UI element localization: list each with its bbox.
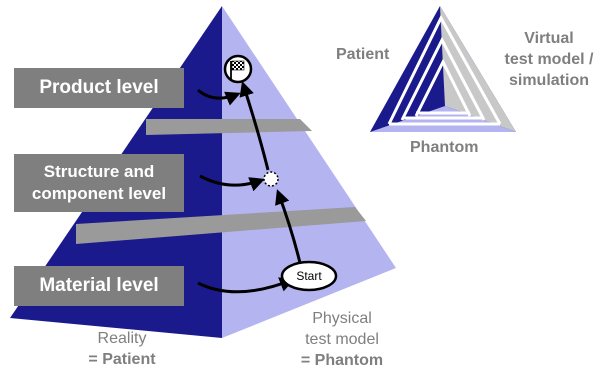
legend-nested-line-2	[400, 36, 486, 121]
structure-level-arrow	[199, 174, 265, 192]
legend-virtual-label: Virtual test model / simulation	[488, 28, 610, 91]
pyramid-right-face	[222, 6, 396, 338]
physical-caption-line3: = Phantom	[300, 352, 384, 369]
reality-caption-line2: = Patient	[88, 351, 156, 368]
reality-caption: Reality = Patient	[62, 328, 182, 370]
physical-caption-line2: test model	[305, 331, 379, 348]
product-level-arrow	[197, 88, 241, 106]
dotted-circle-icon	[263, 171, 279, 187]
product-level-label: Product level	[14, 68, 184, 108]
legend-nested-line-1	[387, 14, 502, 125]
start-label: Start	[296, 269, 322, 283]
checkered-flag-icon	[223, 54, 253, 84]
material-level-text: Material level	[39, 275, 159, 296]
progress-arrow-mid-to-finish	[239, 81, 270, 171]
legend-patient-label: Patient	[336, 46, 390, 63]
material-level-arrow	[197, 277, 295, 294]
legend-phantom-label: Phantom	[410, 139, 479, 156]
legend-virtual-line1: Virtual	[524, 30, 574, 47]
start-node	[280, 260, 338, 292]
legend-nested-line-3	[414, 58, 472, 117]
level-gap-lower	[76, 207, 366, 244]
physical-caption: Physical test model = Phantom	[282, 308, 402, 371]
structure-level-text-line2: component level	[31, 184, 167, 203]
legend-virtual-line3: simulation	[508, 72, 589, 89]
product-level-text: Product level	[39, 77, 159, 98]
structure-level-label: Structure and component level	[14, 154, 184, 212]
structure-level-text-line1: Structure and	[43, 162, 155, 181]
progress-arrow-start-to-mid	[275, 189, 302, 264]
reality-caption-line1: Reality	[97, 330, 147, 347]
material-level-label: Material level	[14, 266, 184, 306]
level-gap-upper	[146, 119, 312, 135]
legend-face-virtual	[440, 6, 516, 132]
legend-virtual-line2: test model /	[504, 51, 594, 68]
physical-caption-line1: Physical	[312, 310, 372, 327]
